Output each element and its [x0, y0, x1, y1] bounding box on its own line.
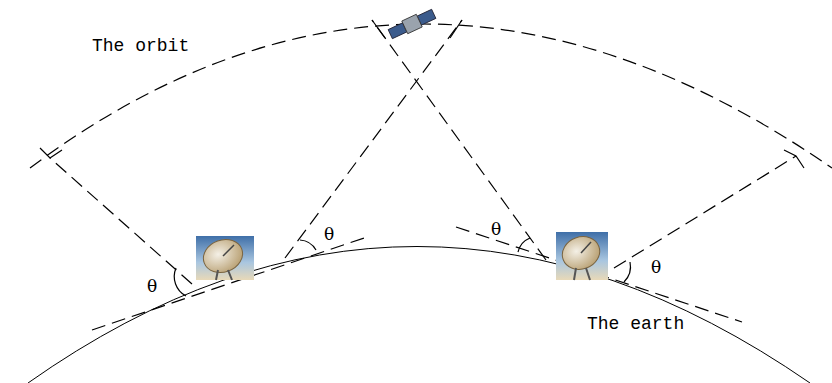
angle-label: θ — [490, 221, 502, 238]
orbit-label: The orbit — [90, 36, 191, 56]
angle-label: θ — [146, 278, 158, 295]
earth-label: The earth — [585, 314, 686, 334]
angle-label: θ — [650, 259, 662, 276]
angle-label: θ — [323, 226, 335, 243]
